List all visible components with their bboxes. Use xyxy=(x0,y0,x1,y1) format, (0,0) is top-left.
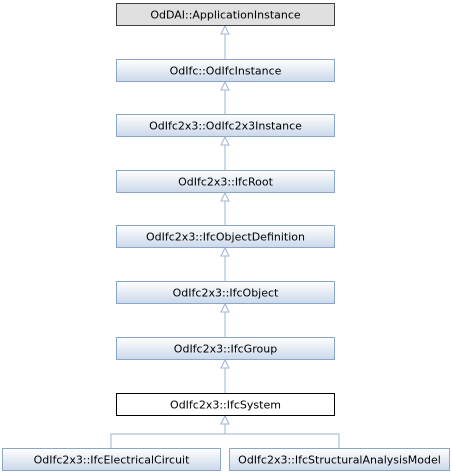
class-node-odifc2x3-ifcsystem: OdIfc2x3::IfcSystem xyxy=(116,393,335,416)
inheritance-edge xyxy=(220,414,340,448)
class-label: OdIfc2x3::IfcElectricalCircuit xyxy=(34,454,191,467)
class-label: OdDAI::ApplicationInstance xyxy=(150,9,301,22)
inheritance-arrowhead xyxy=(220,80,230,91)
edges-layer xyxy=(110,24,340,448)
inheritance-arrowhead xyxy=(220,191,230,202)
inheritance-edge xyxy=(110,414,230,448)
class-node-odifc2x3-ifcstructuralanalysismodel[interactable]: OdIfc2x3::IfcStructuralAnalysisModel xyxy=(229,448,450,471)
inheritance-edge xyxy=(220,80,230,114)
inheritance-edge xyxy=(220,302,230,337)
class-box xyxy=(116,114,335,137)
class-node-odifc2x3-odifc2x3instance[interactable]: OdIfc2x3::OdIfc2x3Instance xyxy=(116,114,335,137)
class-node-odifc-odifcinstance[interactable]: OdIfc::OdIfcInstance xyxy=(116,59,335,82)
class-box xyxy=(229,448,450,471)
edge-line xyxy=(224,423,340,448)
nodes-layer: OdDAI::ApplicationInstanceOdIfc::OdIfcIn… xyxy=(2,3,450,471)
class-label: OdIfc2x3::IfcObject xyxy=(173,287,279,300)
class-box xyxy=(2,448,221,471)
class-label: OdIfc2x3::IfcObjectDefinition xyxy=(146,231,305,244)
class-node-odifc2x3-ifcelectricalcircuit[interactable]: OdIfc2x3::IfcElectricalCircuit xyxy=(2,448,221,471)
class-box xyxy=(116,170,335,193)
class-node-odifc2x3-ifcobjectdefinition[interactable]: OdIfc2x3::IfcObjectDefinition xyxy=(116,225,335,248)
edge-line xyxy=(110,423,226,448)
class-node-odifc2x3-ifcgroup[interactable]: OdIfc2x3::IfcGroup xyxy=(116,337,335,360)
class-label: OdIfc::OdIfcInstance xyxy=(170,65,282,78)
class-box xyxy=(116,281,335,304)
inheritance-arrowhead xyxy=(220,414,230,425)
inheritance-arrowhead xyxy=(220,358,230,369)
class-box xyxy=(116,59,335,82)
inheritance-edge xyxy=(220,358,230,393)
inheritance-edge xyxy=(220,191,230,225)
class-label: OdIfc2x3::IfcGroup xyxy=(174,343,277,356)
inheritance-arrowhead xyxy=(220,24,230,35)
inheritance-edge xyxy=(220,135,230,170)
class-node-odifc2x3-ifcroot[interactable]: OdIfc2x3::IfcRoot xyxy=(116,170,335,193)
class-node-odifc2x3-ifcobject[interactable]: OdIfc2x3::IfcObject xyxy=(116,281,335,304)
inheritance-edge xyxy=(220,246,230,281)
class-box xyxy=(116,337,335,360)
class-box xyxy=(116,3,335,26)
class-box xyxy=(116,393,335,416)
class-label: OdIfc2x3::OdIfc2x3Instance xyxy=(149,120,302,133)
class-label: OdIfc2x3::IfcSystem xyxy=(170,399,281,412)
class-label: OdIfc2x3::IfcRoot xyxy=(178,176,273,189)
class-label: OdIfc2x3::IfcStructuralAnalysisModel xyxy=(238,454,441,467)
class-box xyxy=(116,225,335,248)
class-node-oddai-applicationinstance: OdDAI::ApplicationInstance xyxy=(116,3,335,26)
inheritance-arrowhead xyxy=(220,302,230,313)
inheritance-arrowhead xyxy=(220,135,230,146)
inheritance-arrowhead xyxy=(220,246,230,257)
inheritance-edge xyxy=(220,24,230,59)
